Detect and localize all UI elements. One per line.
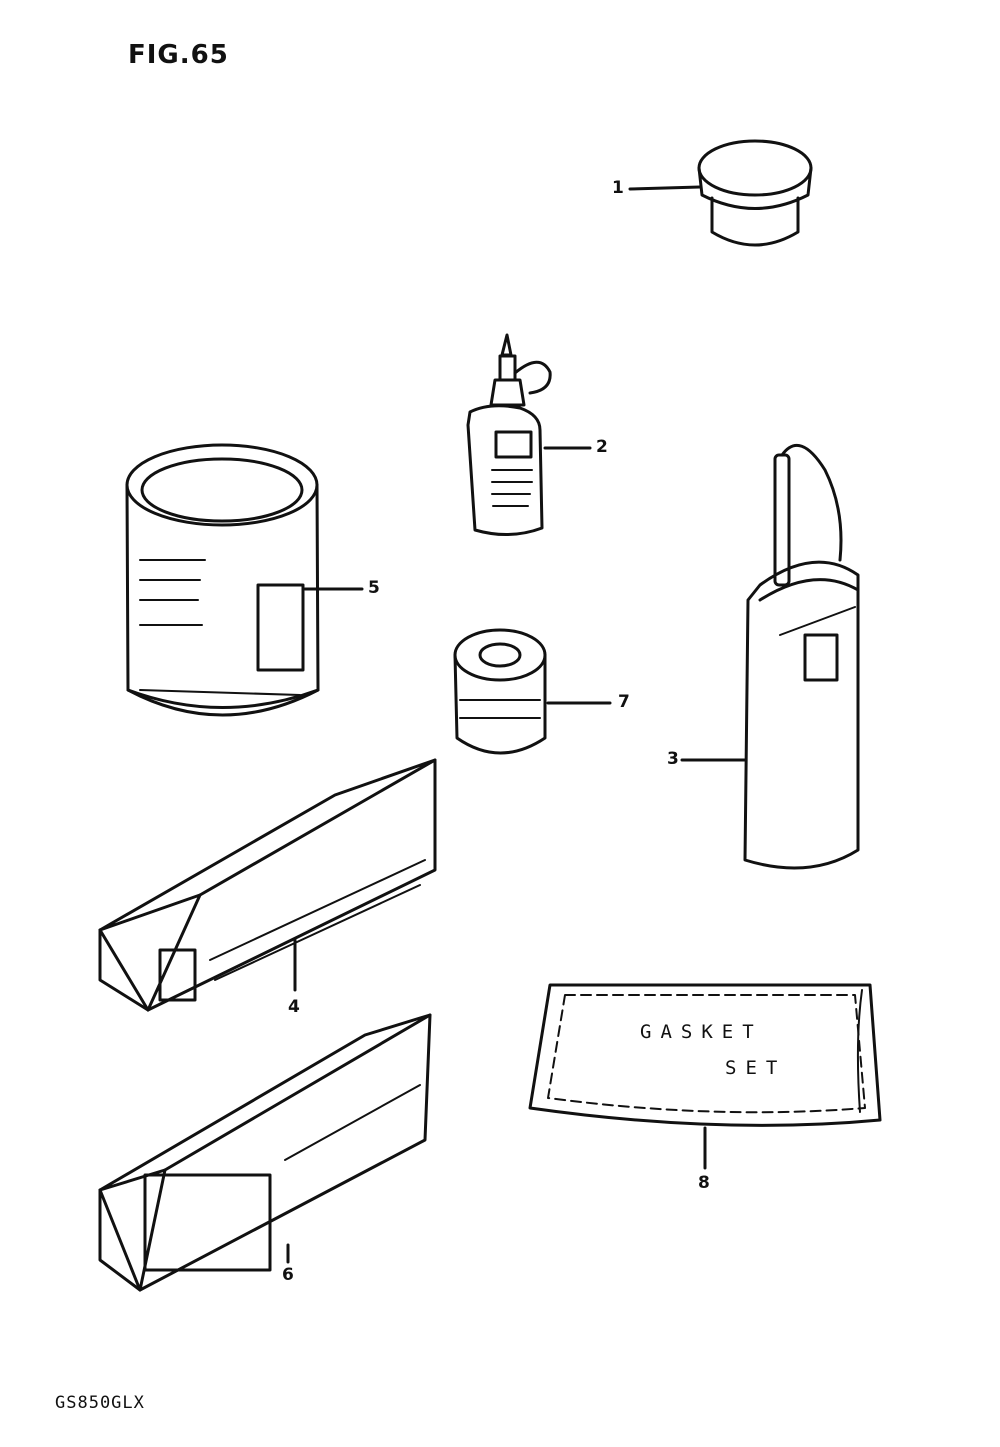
callout-1: 1 [612, 178, 624, 198]
figure-title: FIG.65 [128, 40, 229, 70]
callout-6: 6 [282, 1265, 294, 1285]
part-2-oil-bottle [466, 333, 552, 537]
callout-5: 5 [368, 578, 380, 598]
callout-4: 4 [288, 997, 300, 1017]
part-8-gasket-bag [528, 983, 882, 1127]
callout-7: 7 [618, 692, 630, 712]
part-5-grease-tin [125, 443, 320, 717]
gasket-label-line2: SET [725, 1057, 787, 1079]
callout-3: 3 [667, 749, 679, 769]
part-6-paste-box [98, 1013, 432, 1292]
callout-8: 8 [698, 1173, 710, 1193]
part-7-small-tin [453, 628, 547, 755]
leader-line-1 [628, 185, 702, 191]
callout-2: 2 [596, 437, 608, 457]
gasket-label-line1: GASKET [640, 1021, 763, 1043]
part-4-bond-box [98, 758, 437, 1012]
part-3-oil-can [743, 444, 860, 870]
model-code: GS850GLX [55, 1393, 145, 1413]
part-1-cap [697, 139, 813, 247]
